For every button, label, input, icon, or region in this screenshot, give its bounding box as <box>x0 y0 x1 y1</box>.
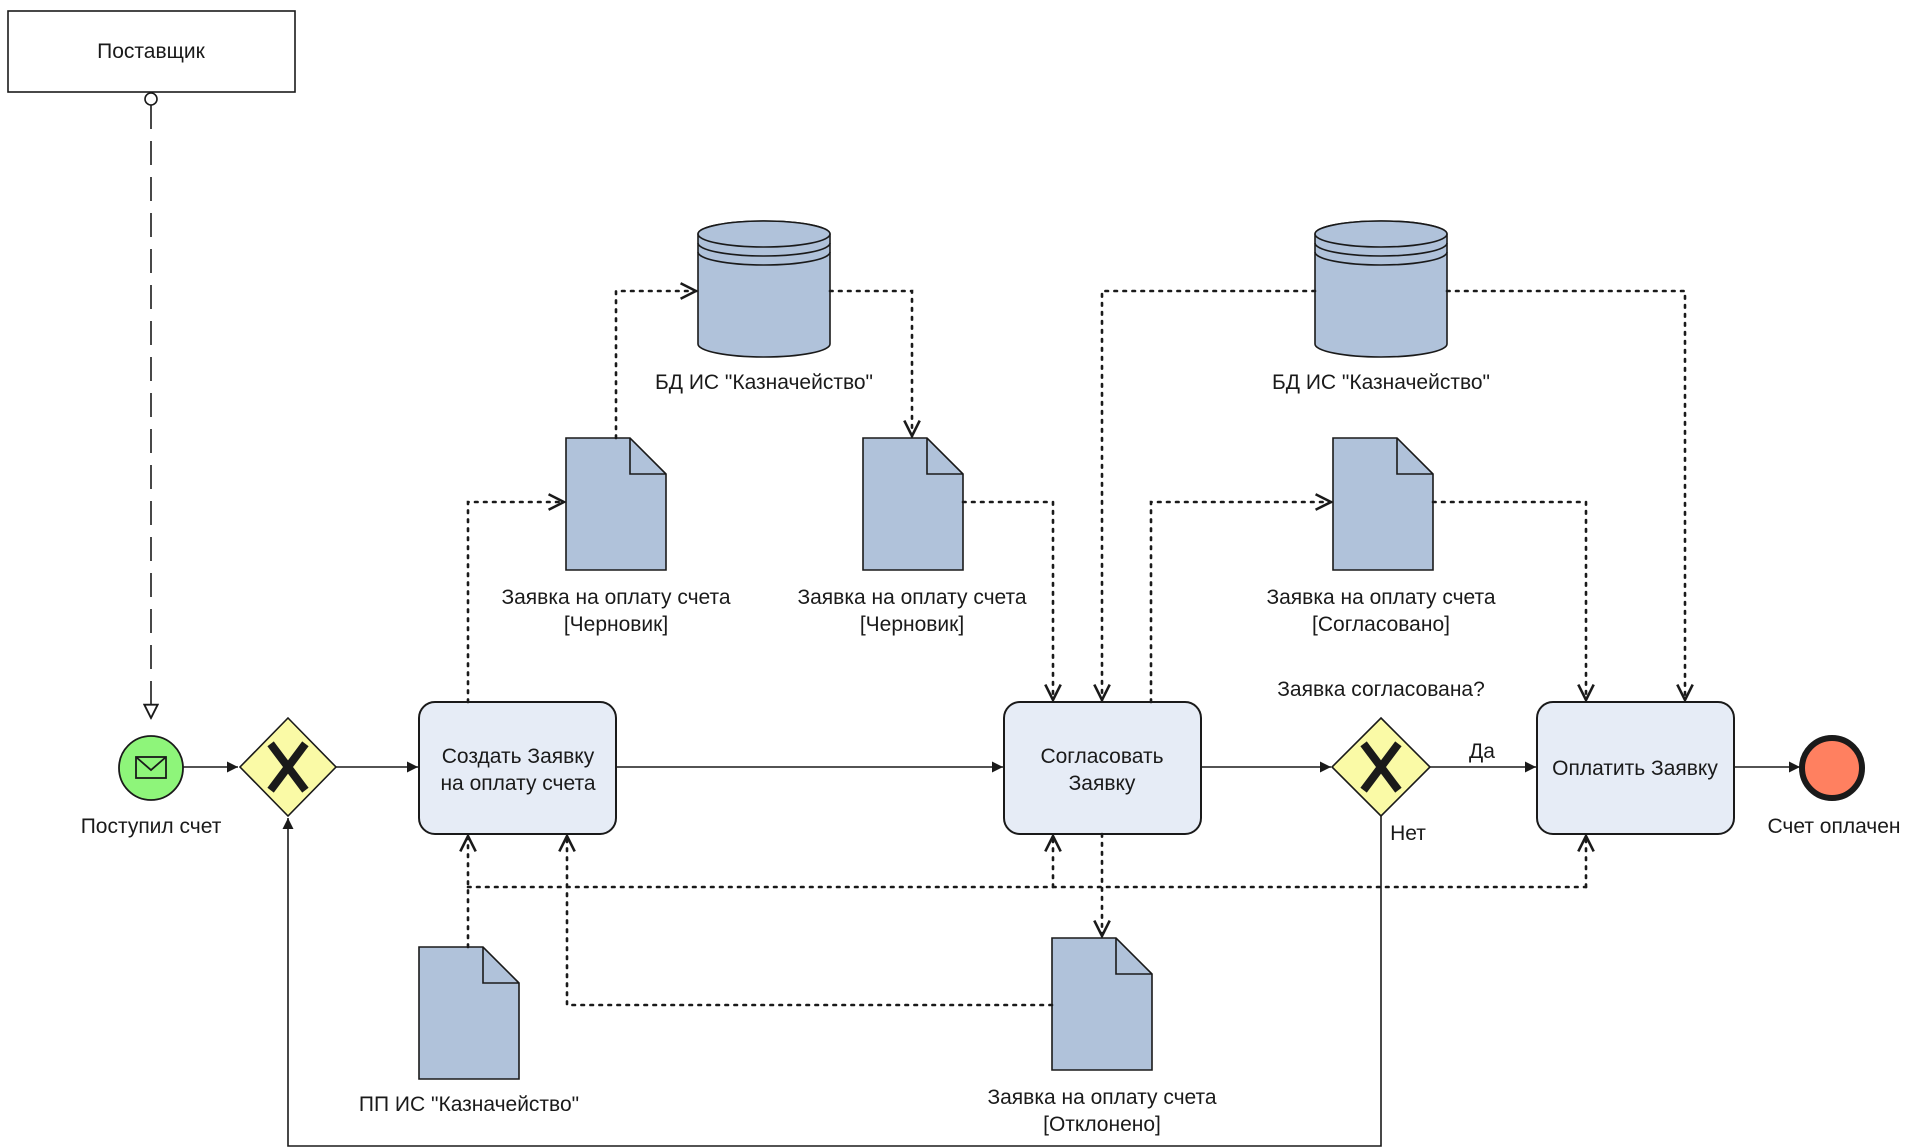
document-approved-line1: Заявка на оплату счета <box>1266 586 1495 609</box>
document-draft-in-line1: Заявка на оплату счета <box>797 586 1026 609</box>
gateway-no-label: Нет <box>1390 822 1426 845</box>
data-store-right-label: БД ИС "Казначейство" <box>1272 371 1490 394</box>
document-approved[interactable] <box>1332 437 1434 571</box>
gateway-yes-label: Да <box>1469 740 1495 763</box>
document-approved-line2: [Согласовано] <box>1312 613 1450 636</box>
exclusive-x-icon <box>1360 741 1402 793</box>
exclusive-x-icon <box>267 741 309 793</box>
start-event[interactable] <box>118 735 184 801</box>
end-event-label: Счет оплачен <box>1767 815 1900 838</box>
document-draft-in-line2: [Черновик] <box>860 613 964 636</box>
document-software-label: ПП ИС "Казначейство" <box>359 1093 579 1116</box>
document-draft-out-line1: Заявка на оплату счета <box>501 586 730 609</box>
task-create-request[interactable]: Создать Заявку на оплату счета <box>418 701 617 835</box>
start-event-label: Поступил счет <box>81 815 222 838</box>
document-draft-in[interactable] <box>862 437 964 571</box>
data-store-right[interactable] <box>1314 220 1448 358</box>
associations <box>468 291 1685 1007</box>
document-rejected-line2: [Отклонено] <box>1043 1113 1161 1136</box>
gateway-question: Заявка согласована? <box>1277 678 1485 701</box>
task-pay-label: Оплатить Заявку <box>1552 757 1718 780</box>
task-pay-request[interactable]: Оплатить Заявку <box>1536 701 1735 835</box>
task-create-line1: Создать Заявку <box>442 745 595 768</box>
task-approve-request[interactable]: Согласовать Заявку <box>1003 701 1202 835</box>
data-store-left-label: БД ИС "Казначейство" <box>655 371 873 394</box>
message-flow <box>145 92 157 718</box>
document-rejected[interactable] <box>1051 937 1153 1071</box>
end-event[interactable] <box>1799 735 1865 801</box>
envelope-icon <box>135 756 167 779</box>
task-create-line2: на оплату счета <box>440 772 595 795</box>
decision-gateway[interactable] <box>1330 716 1432 818</box>
document-rejected-line1: Заявка на оплату счета <box>987 1086 1216 1109</box>
document-draft-out[interactable] <box>565 437 667 571</box>
pool-supplier[interactable]: Поставщик <box>7 10 296 93</box>
document-software[interactable] <box>418 946 520 1080</box>
pool-label: Поставщик <box>97 40 205 63</box>
merge-gateway[interactable] <box>238 716 338 818</box>
data-store-left[interactable] <box>697 220 831 358</box>
task-approve-line1: Согласовать <box>1040 745 1163 768</box>
document-draft-out-line2: [Черновик] <box>564 613 668 636</box>
task-approve-line2: Заявку <box>1069 772 1136 795</box>
sequence-flows <box>183 761 1800 1147</box>
